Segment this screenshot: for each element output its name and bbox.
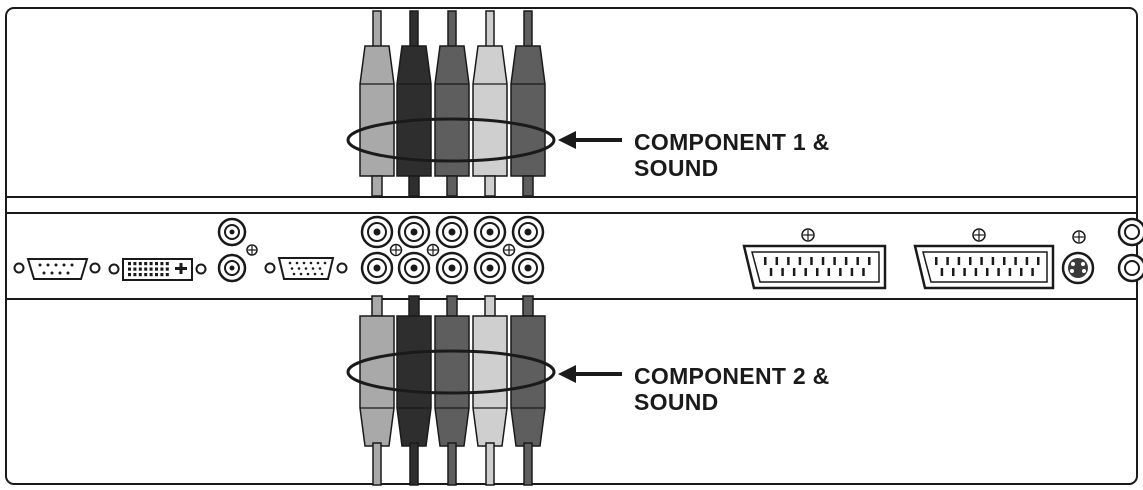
rca-cable-plug [396, 10, 432, 197]
rca-cable-plug [472, 10, 508, 197]
rca-jack-icon [360, 215, 394, 249]
scart-connector-icon [913, 228, 1055, 290]
rca-jack-icon [1117, 253, 1143, 283]
rca-cable-plug [434, 295, 470, 486]
rca-cable-plug [359, 10, 395, 197]
component-2-highlight-ellipse [346, 349, 556, 395]
component-1-cable-group [359, 10, 546, 197]
serial-port-icon [13, 258, 101, 280]
dvi-port-icon [108, 258, 207, 281]
rca-jack-icon [435, 251, 469, 285]
rca-jack-icon [511, 215, 545, 249]
rca-jack-icon [435, 215, 469, 249]
arrow-left-icon [558, 365, 622, 383]
audio-jack-icon [217, 253, 247, 283]
rca-cable-plug [434, 10, 470, 197]
component-1-sound-label: COMPONENT 1 & SOUND [634, 129, 830, 181]
audio-jack-icon [217, 217, 247, 247]
rca-jack-icon [360, 251, 394, 285]
scart-connector-icon [742, 228, 887, 290]
rca-jack-icon [397, 215, 431, 249]
ground-symbol-icon [426, 243, 440, 257]
rca-cable-plug [472, 295, 508, 486]
component-2-cable-group [359, 295, 546, 486]
component-1-highlight-ellipse [346, 117, 556, 163]
rca-jack-icon [1117, 217, 1143, 247]
arrow-left-icon [558, 131, 622, 149]
diagram-frame [5, 7, 1138, 485]
vga-port-icon [264, 257, 348, 280]
rca-jack-icon [511, 251, 545, 285]
rca-cable-plug [510, 10, 546, 197]
rca-cable-plug [510, 295, 546, 486]
rca-jack-icon [473, 251, 507, 285]
ground-symbol-icon [389, 243, 403, 257]
component-2-sound-label: COMPONENT 2 & SOUND [634, 363, 830, 415]
ground-symbol-icon [246, 244, 258, 256]
ground-symbol-icon [502, 243, 516, 257]
panel-strip [6, 196, 1137, 300]
rca-cable-plug [359, 295, 395, 486]
rca-jack-icon [473, 215, 507, 249]
rca-jack-icon [397, 251, 431, 285]
rca-jack-panel [360, 215, 545, 285]
rca-cable-plug [396, 295, 432, 486]
s-video-jack-icon [1061, 230, 1095, 285]
